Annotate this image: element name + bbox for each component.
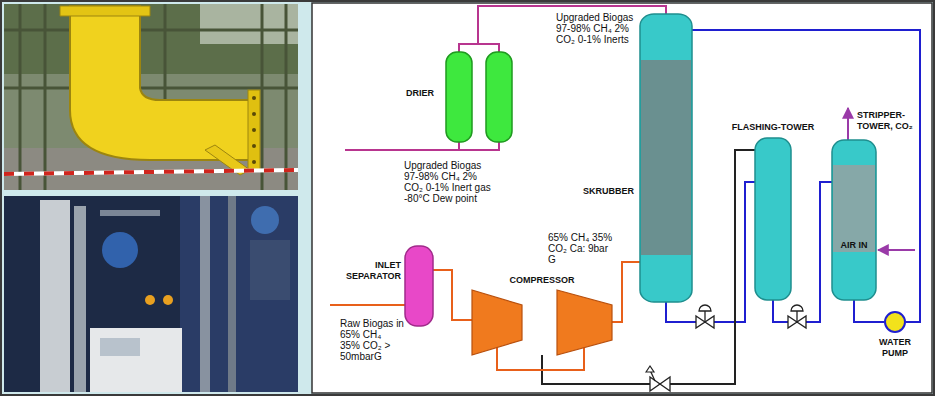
diagram-panel: [312, 3, 932, 393]
label-holder: Raw Biogas in 65% CH₄ 35% CO₂ > 50mbarG: [340, 318, 404, 362]
inlet-separator-shape: [405, 246, 433, 326]
scrubber-column: SKRUBBER: [640, 14, 692, 302]
label-holder: Upgraded Biogas 97-98% CH₄ 2% CO₂ 0-1% I…: [556, 12, 636, 45]
equipment-name: FLASHING-TOWER: [717, 122, 829, 133]
equipment-name: SKRUBBER: [568, 186, 634, 197]
raw-gas-pipe: [330, 304, 405, 306]
label-holder: 65% CH₄ 35% CO₂ Ca: 9bar G: [548, 232, 616, 265]
equipment-name: COMPRESSOR: [502, 275, 582, 286]
flashing-tower-shape: [755, 138, 791, 300]
label-holder: DRIER: [390, 88, 434, 99]
water-pump-shape: [884, 311, 906, 333]
label-holder: COMPRESSOR: [502, 275, 582, 286]
co2-outlet-arrow: [847, 108, 849, 140]
drier-vessels: DRIER: [440, 44, 518, 150]
label-holder: SKRUBBER: [568, 186, 634, 197]
compressor-pair: COMPRESSOR: [472, 290, 612, 355]
equipment-name: WATER PUMP: [870, 337, 920, 359]
plant-photo: [4, 196, 298, 392]
pipe-photo: [4, 4, 298, 190]
label-holder: AIR IN: [834, 240, 874, 251]
process-pipe: [692, 30, 920, 322]
process-pipe: [612, 262, 640, 322]
label-holder: FLASHING-TOWER: [717, 122, 829, 133]
stripper-tower-shape: [832, 140, 876, 300]
air-inlet-arrow: [878, 249, 915, 251]
label-holder: INLET SEPARATOR: [341, 260, 401, 282]
flashing-tower: FLASHING-TOWER: [755, 138, 791, 300]
label-holder: STRIPPER-TOWER, CO₂: [857, 110, 917, 132]
air-inlet-label: AIR IN: [834, 240, 874, 251]
label-holder: WATER PUMP: [870, 337, 920, 359]
drier-vessels-shape: [440, 44, 518, 150]
equipment-name: DRIER: [390, 88, 434, 99]
gas-spec-note: Upgraded Biogas 97-98% CH₄ 2% CO₂ 0-1% I…: [404, 160, 494, 204]
process-pipe: [854, 300, 884, 322]
valve-symbol: [788, 305, 806, 328]
compressor-pair-shape: [472, 290, 612, 355]
stripper-tower: STRIPPER-TOWER, CO₂: [832, 140, 876, 300]
water-pump: WATER PUMP: [884, 311, 906, 333]
gas-spec-note: Upgraded Biogas 97-98% CH₄ 2% CO₂ 0-1% I…: [556, 12, 636, 45]
label-holder: Upgraded Biogas 97-98% CH₄ 2% CO₂ 0-1% I…: [404, 160, 494, 204]
gas-spec-note: Raw Biogas in 65% CH₄ 35% CO₂ > 50mbarG: [340, 318, 404, 362]
equipment-name: STRIPPER-TOWER, CO₂: [857, 110, 917, 132]
equipment-name: INLET SEPARATOR: [341, 260, 401, 282]
process-pipe: [433, 270, 472, 320]
inlet-separator: INLET SEPARATOR: [405, 246, 433, 326]
process-pipe: [478, 6, 666, 44]
gas-spec-note: 65% CH₄ 35% CO₂ Ca: 9bar G: [548, 232, 616, 265]
check-valve-symbol: [646, 366, 670, 391]
product-gas-pipe: [345, 149, 459, 151]
scrubber-column-shape: [640, 14, 692, 302]
valve-symbol: [696, 305, 714, 328]
